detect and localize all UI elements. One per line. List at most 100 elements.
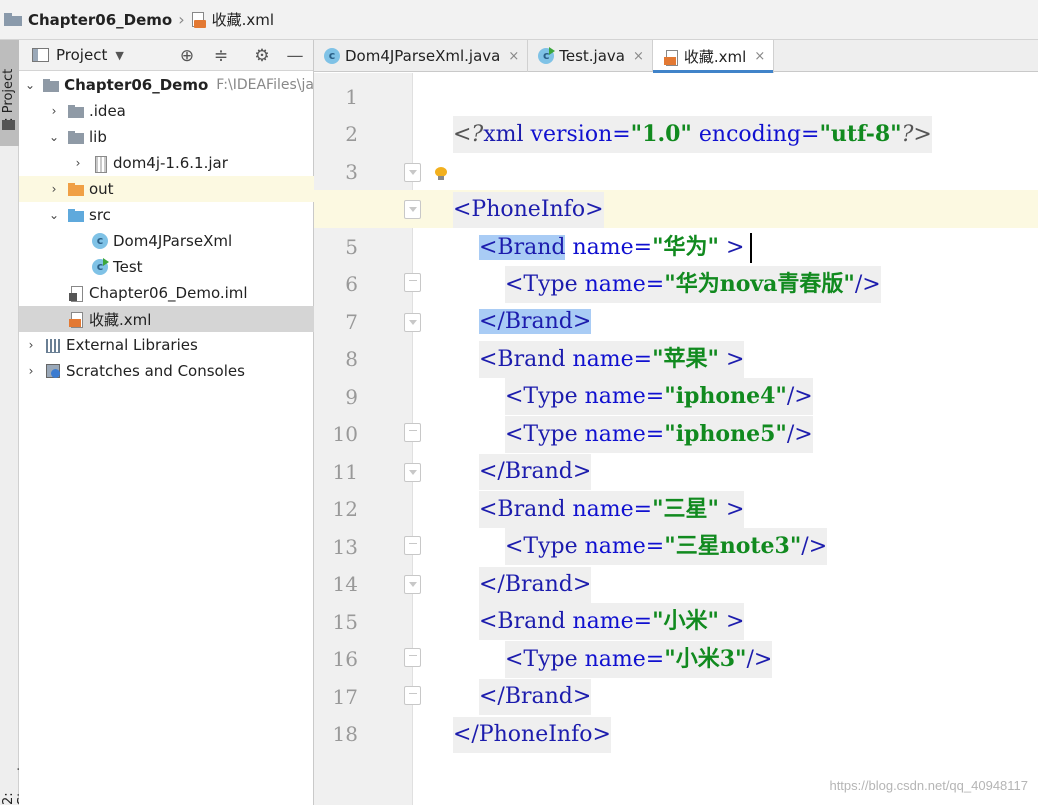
line-number: 11 (332, 460, 358, 484)
line-number: 3 (345, 160, 358, 184)
code-editor[interactable]: 1 2 3 4 5 6 7 8 9 10 11 12 13 14 15 16 1… (314, 73, 1038, 805)
line-number: 1 (345, 85, 358, 109)
expand-arrow-icon[interactable]: ⌄ (25, 78, 36, 92)
watermark: https://blog.csdn.net/qq_40948117 (829, 778, 1028, 793)
libraries-icon (45, 337, 61, 353)
line-number: 14 (332, 572, 358, 596)
tree-item-project-root[interactable]: ⌄ Chapter06_Demo F:\IDEAFiles\jav (19, 72, 322, 98)
collapse-all-icon[interactable]: ≑ (213, 46, 229, 66)
code-line-5: <Type name="华为nova青春版"/> (413, 228, 1038, 303)
code-line-14: <Brand name="小米" > (413, 565, 1038, 640)
expand-arrow-icon[interactable]: ⌄ (48, 208, 60, 222)
folder-icon (68, 103, 84, 119)
collapsed-arrow-icon[interactable]: › (51, 104, 57, 118)
close-icon[interactable]: × (633, 48, 644, 64)
close-icon[interactable]: × (754, 49, 766, 64)
dropdown-arrow-icon[interactable]: ▼ (115, 48, 124, 62)
tree-item-label: src (89, 206, 111, 224)
fold-end-icon[interactable] (404, 273, 421, 292)
java-class-icon (92, 233, 108, 249)
collapsed-arrow-icon[interactable]: › (75, 156, 81, 170)
tree-item-external-libraries[interactable]: › External Libraries (19, 332, 314, 358)
fold-toggle-icon[interactable] (404, 463, 421, 482)
line-number: 7 (345, 310, 358, 334)
tree-item-label: Scratches and Consoles (66, 362, 245, 380)
folder-icon (4, 13, 22, 26)
line-number: 5 (345, 235, 358, 259)
breadcrumb-file[interactable]: 收藏.xml (191, 9, 274, 30)
gear-icon[interactable]: ⚙ (254, 46, 270, 66)
line-number: 13 (332, 535, 358, 559)
tree-item-label: dom4j-1.6.1.jar (113, 154, 228, 172)
breadcrumb-project-label: Chapter06_Demo (28, 10, 173, 29)
folder-icon (2, 120, 15, 130)
code-line-12: <Type name="三星note3"/> (413, 490, 1038, 565)
line-number: 10 (332, 422, 358, 446)
tree-item-favorites-xml[interactable]: 收藏.xml (19, 306, 314, 332)
project-tool-tab[interactable]: 1: Project (0, 40, 19, 146)
code-line-11: <Brand name="三星" > (413, 453, 1038, 528)
navigation-bar: Chapter06_Demo › 收藏.xml (0, 0, 1038, 40)
tree-item-dom4jparsexml[interactable]: Dom4JParseXml (19, 228, 314, 254)
tab-favorites-xml[interactable]: 收藏.xml × (652, 40, 775, 73)
tree-item-label: out (89, 180, 114, 198)
collapsed-arrow-icon[interactable]: › (28, 338, 34, 352)
fold-toggle-icon[interactable] (404, 163, 421, 182)
expand-arrow-icon[interactable]: ⌄ (48, 130, 60, 144)
line-number: 17 (332, 685, 358, 709)
tree-item-src[interactable]: ⌄ src (19, 202, 314, 228)
project-folder-icon (43, 77, 60, 93)
fold-end-icon[interactable] (404, 686, 421, 705)
source-folder-icon (68, 207, 84, 223)
folder-icon (68, 129, 84, 145)
line-number: 15 (332, 610, 358, 634)
tree-item-label: Chapter06_Demo (64, 76, 209, 94)
breadcrumb-project[interactable]: Chapter06_Demo (4, 11, 172, 29)
project-view-selector[interactable]: Project (56, 46, 108, 64)
fold-end-icon[interactable] (404, 536, 421, 555)
runnable-class-icon (538, 47, 556, 64)
tree-item-test[interactable]: Test (19, 254, 314, 280)
xml-file-icon (68, 311, 84, 328)
current-line-highlight (314, 190, 1038, 228)
fold-end-icon[interactable] (404, 423, 421, 442)
line-number: 9 (345, 385, 358, 409)
code-line-9: <Type name="iphone5"/> (413, 378, 1038, 453)
locate-icon[interactable]: ⊕ (179, 46, 195, 66)
tree-item-label: 收藏.xml (89, 310, 152, 329)
tab-label: Dom4JParseXml.java (345, 47, 501, 65)
left-tool-strip: 1: Project 2: Structure (0, 40, 31, 805)
project-view-icon (32, 48, 49, 62)
runnable-class-icon (92, 258, 109, 275)
tree-item-idea[interactable]: › .idea (19, 98, 314, 124)
tree-item-label: .idea (89, 102, 126, 120)
tree-item-iml[interactable]: Chapter06_Demo.iml (19, 280, 314, 306)
line-number: 2 (345, 122, 358, 146)
module-file-icon (68, 285, 84, 302)
fold-toggle-icon[interactable] (404, 575, 421, 594)
tree-item-scratches[interactable]: › Scratches and Consoles (19, 358, 314, 384)
hide-panel-icon[interactable]: — (286, 46, 304, 66)
close-icon[interactable]: × (508, 48, 520, 64)
tab-test[interactable]: Test.java × (528, 40, 653, 72)
fold-toggle-icon[interactable] (404, 200, 421, 219)
tree-item-out[interactable]: › out (19, 176, 314, 202)
scratches-icon (45, 363, 61, 379)
tree-item-label: Test (113, 258, 143, 276)
output-folder-icon (68, 181, 84, 197)
intention-bulb-icon[interactable] (435, 167, 447, 181)
collapsed-arrow-icon[interactable]: › (28, 364, 34, 378)
project-panel: Project ▼ ⊕ ≑ ⚙ — ⌄ Chapter06_Demo F:\ID… (19, 40, 322, 805)
collapsed-arrow-icon[interactable]: › (51, 182, 57, 196)
fold-toggle-icon[interactable] (404, 313, 421, 332)
code-line-10: </Brand> (413, 415, 1038, 490)
tree-item-label: Dom4JParseXml (113, 232, 233, 250)
code-line-1: <?xml version="1.0" encoding="utf-8"?> (413, 78, 1038, 153)
tree-item-lib[interactable]: ⌄ lib (19, 124, 314, 150)
line-number: 8 (345, 347, 358, 371)
tree-item-dom4j-jar[interactable]: › dom4j-1.6.1.jar (19, 150, 314, 176)
tab-dom4jparsexml[interactable]: Dom4JParseXml.java × (314, 40, 529, 72)
code-line-8: <Type name="iphone4"/> (413, 340, 1038, 415)
fold-end-icon[interactable] (404, 648, 421, 667)
line-number: 6 (345, 272, 358, 296)
